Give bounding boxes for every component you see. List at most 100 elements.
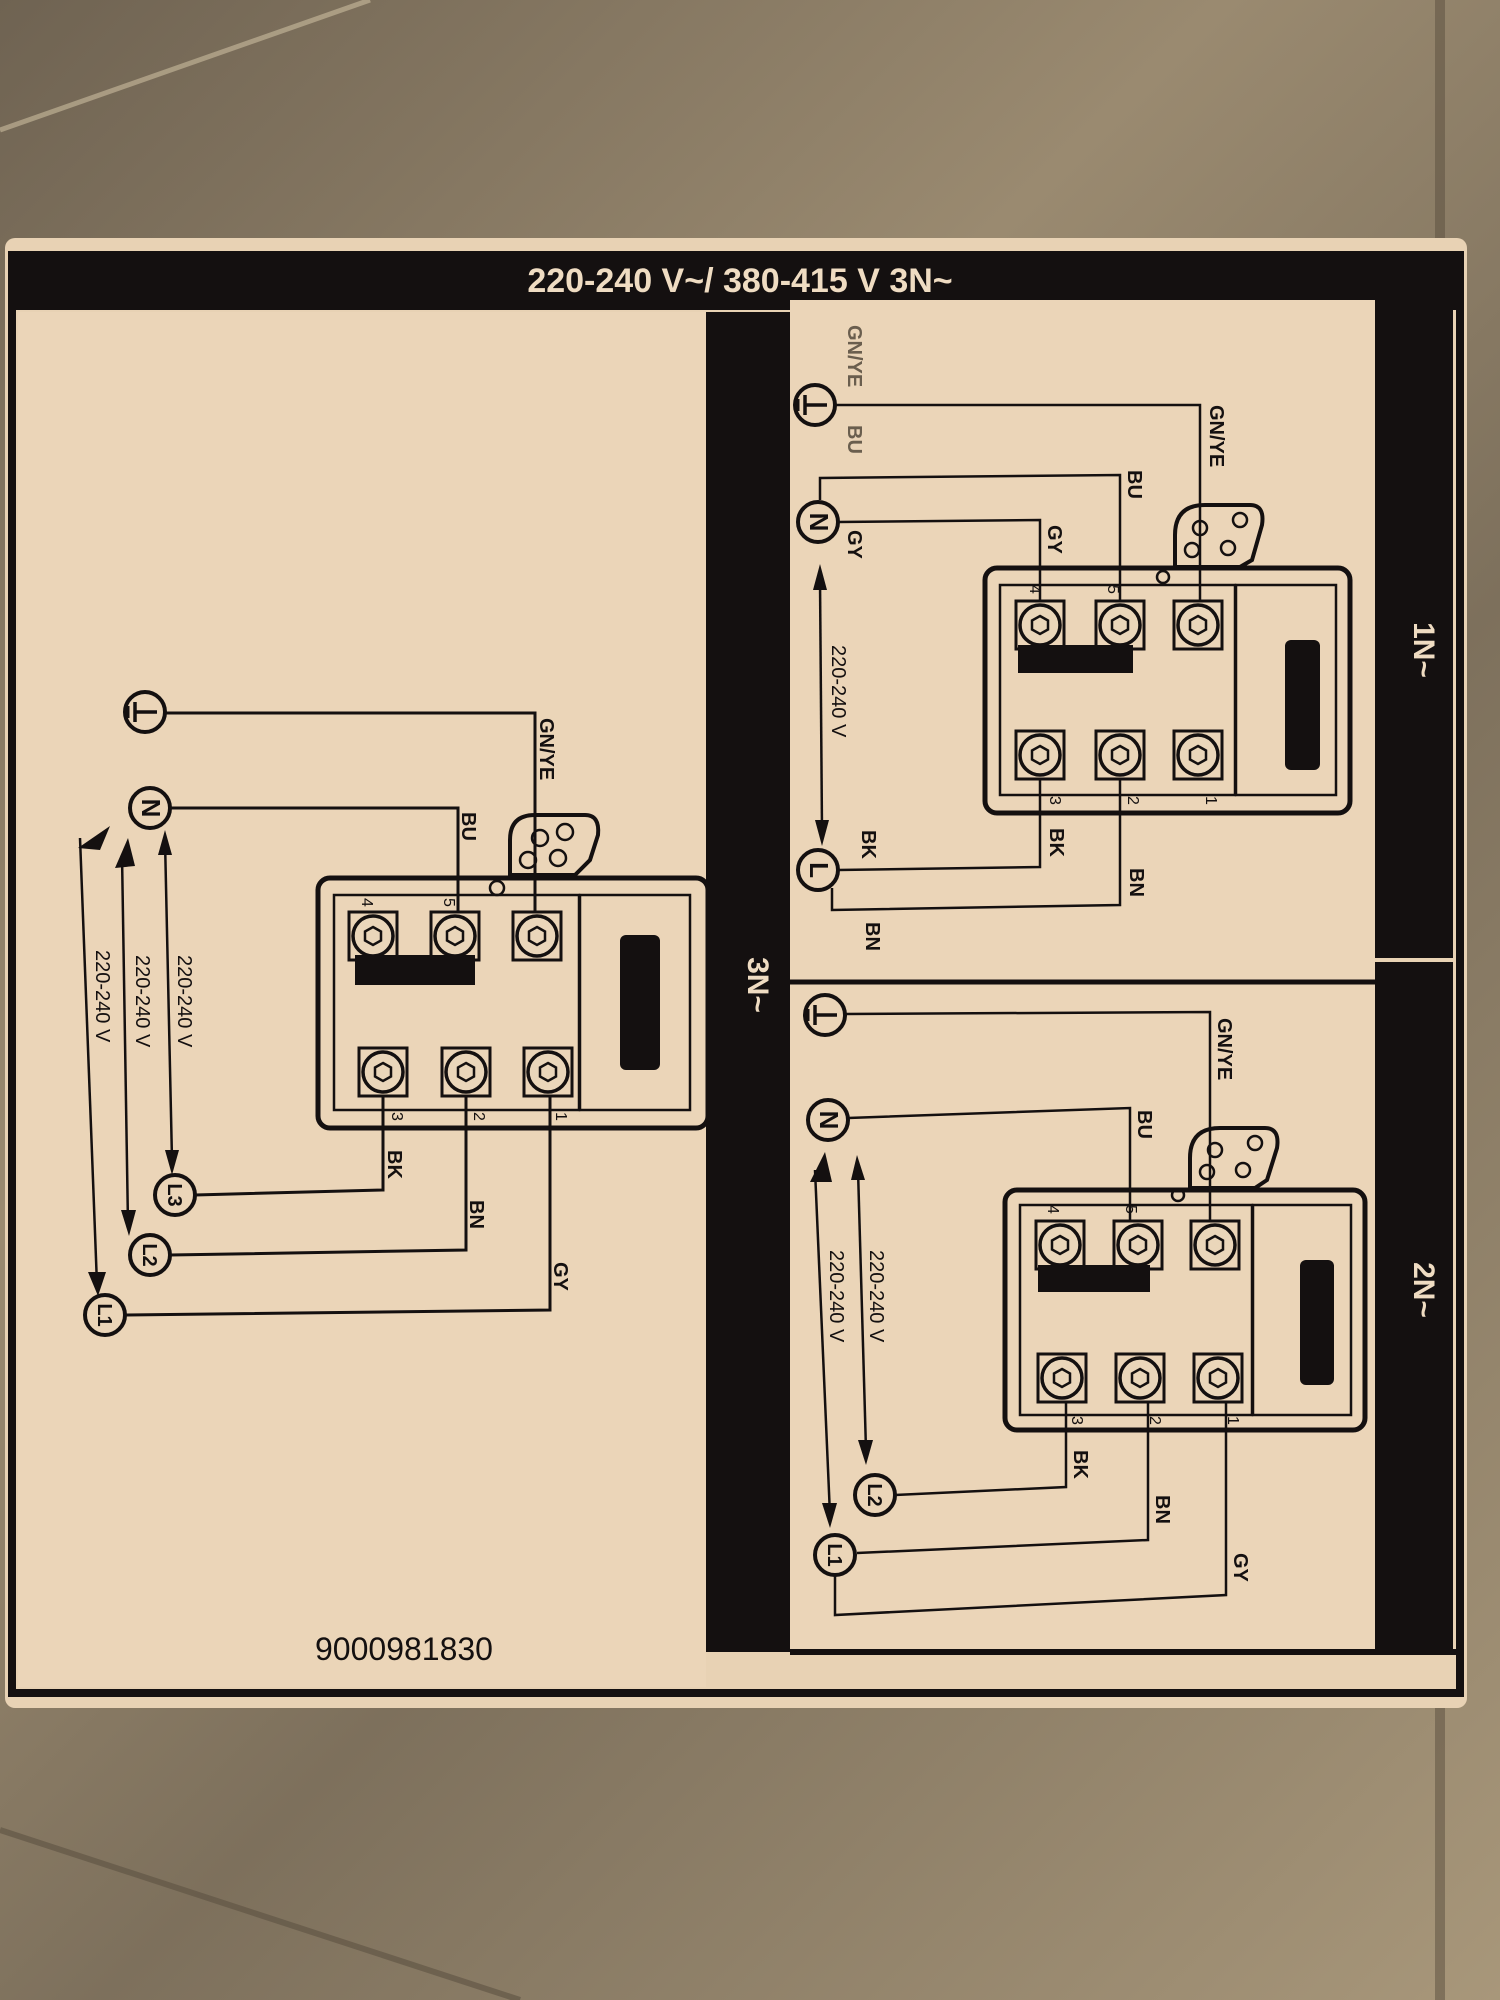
terminal-num-4: 4 [358, 898, 375, 907]
panel-3n [18, 312, 706, 1687]
terminal-num-4: 4 [1044, 1205, 1061, 1214]
phase-l-symbol: L [796, 848, 840, 892]
l1-label: L1 [93, 1303, 115, 1326]
wire-label-bu: BU [1133, 1110, 1155, 1139]
voltage-label: 220-240 V [865, 1250, 887, 1343]
earth-symbol-icon [123, 690, 167, 734]
earth-symbol-icon [803, 993, 847, 1037]
terminal-num-3: 3 [388, 1112, 405, 1121]
wire-label-bn-outer: BN [861, 922, 883, 951]
voltage-label: 220-240 V [131, 955, 153, 1048]
earth-symbol-icon [793, 383, 837, 427]
title-text: 220-240 V~/ 380-415 V 3N~ [527, 262, 952, 300]
earth-mark-icon [1155, 569, 1171, 585]
voltage-label: 220-240 V [173, 955, 195, 1048]
diagram-3n: 4 5 3 2 1 GN/YE BU BK BN GY N [78, 690, 711, 1337]
mode-label-2n: 2N~ [1407, 1262, 1440, 1318]
terminal-num-5: 5 [1104, 585, 1121, 594]
voltage-arrow-n-l2 [851, 1155, 873, 1465]
wire-label-bu: BU [1123, 470, 1145, 499]
wire-label-gy-outer: GY [843, 530, 865, 560]
mode-label-1n: 1N~ [1407, 622, 1440, 678]
wire-bu [818, 473, 1122, 600]
terminal-num-2: 2 [1146, 1416, 1163, 1425]
wire-bk [894, 1402, 1068, 1497]
l3-label: L3 [163, 1183, 185, 1206]
wire-label-bk-outer: BK [857, 830, 879, 859]
terminal-num-2: 2 [470, 1112, 487, 1121]
wire-bn [169, 1096, 468, 1257]
right-strip [1375, 300, 1453, 1652]
phase-l2-symbol: L2 [128, 1233, 172, 1277]
phase-l1-symbol: L1 [813, 1533, 857, 1577]
wire-gnye [844, 1010, 1212, 1220]
terminal-num-5: 5 [440, 898, 457, 907]
earth-mark-icon [1170, 1187, 1186, 1203]
wire-gnye [835, 403, 1202, 600]
wire-label-gnye: GN/YE [1205, 405, 1227, 467]
neutral-symbol: N [128, 786, 172, 830]
wire-label-gnye: GN/YE [535, 718, 557, 780]
part-number: 9000981830 [315, 1631, 493, 1667]
terminal-num-3: 3 [1046, 796, 1063, 805]
diagram-2n: 4 5 3 2 1 GN/YE BU BK BN GY N [803, 993, 1368, 1617]
terminal-bar [1285, 640, 1320, 770]
l1-label: L1 [823, 1543, 845, 1566]
wire-gy [837, 518, 1042, 600]
wire-label-gy: GY [1229, 1553, 1251, 1583]
wire-label-bn: BN [465, 1200, 487, 1229]
wire-bn [830, 780, 1122, 912]
wire-label-bu: BU [457, 812, 479, 841]
diagram-1n: 4 5 3 2 1 GN/YE GN/YE BU BU GY GY BK BN … [793, 325, 1353, 951]
voltage-arrow-n-l3 [158, 830, 179, 1175]
wire-bu [847, 1106, 1132, 1220]
phase-l2-symbol: L2 [853, 1473, 897, 1517]
l2-label: L2 [863, 1483, 885, 1506]
voltage-arrow-n-l [813, 564, 829, 846]
wire-gnye [165, 711, 537, 912]
neutral-symbol: N [796, 500, 840, 544]
wire-bn [856, 1402, 1150, 1555]
terminal-num-3: 3 [1068, 1416, 1085, 1425]
voltage-arrow-n-l2 [115, 838, 136, 1236]
voltage-label: 220-240 V [91, 950, 113, 1043]
wire-label-bn: BN [1151, 1495, 1173, 1524]
panel-1n [790, 300, 1375, 980]
phase-l3-symbol: L3 [153, 1173, 197, 1217]
divider-3n [706, 312, 790, 1652]
neutral-symbol: N [806, 1098, 850, 1142]
terminal-num-1: 1 [1224, 1416, 1241, 1425]
wire-label-bk: BK [1045, 828, 1067, 857]
wire-label-gnye-outer: GN/YE [843, 325, 865, 387]
terminal-num-4: 4 [1026, 585, 1043, 594]
terminal-num-2: 2 [1124, 796, 1141, 805]
wire-label-gy: GY [549, 1262, 571, 1292]
panel-2n [790, 985, 1375, 1650]
voltage-label: 220-240 V [825, 1250, 847, 1343]
phase-l1-symbol: L1 [83, 1293, 127, 1337]
terminal-block [315, 875, 711, 1131]
earth-mark-icon [488, 879, 506, 897]
neutral-symbol-label: N [814, 1111, 844, 1130]
l2-label: L2 [138, 1243, 160, 1266]
neutral-symbol-label: N [804, 513, 834, 532]
neutral-symbol-label: N [136, 799, 166, 818]
wire-bk [837, 780, 1042, 872]
metal-seam [0, 1827, 521, 2000]
voltage-arrow-n-l1 [810, 1152, 837, 1528]
wire-label-bn: BN [1125, 868, 1147, 897]
terminal-block [1002, 1187, 1368, 1433]
wire-bu [170, 806, 460, 912]
voltage-arrow-n-l1 [78, 826, 110, 1296]
l-label: L [804, 862, 834, 878]
terminal-block [982, 565, 1353, 816]
wire-label-bk: BK [383, 1150, 405, 1179]
terminal-num-1: 1 [552, 1112, 569, 1121]
wire-label-bu-outer: BU [843, 425, 865, 454]
earth-bracket [1173, 503, 1265, 569]
mode-label-3n: 3N~ [741, 957, 774, 1013]
earth-bracket [508, 813, 601, 877]
wire-label-bk: BK [1069, 1450, 1091, 1479]
wire-label-gnye: GN/YE [1213, 1018, 1235, 1080]
